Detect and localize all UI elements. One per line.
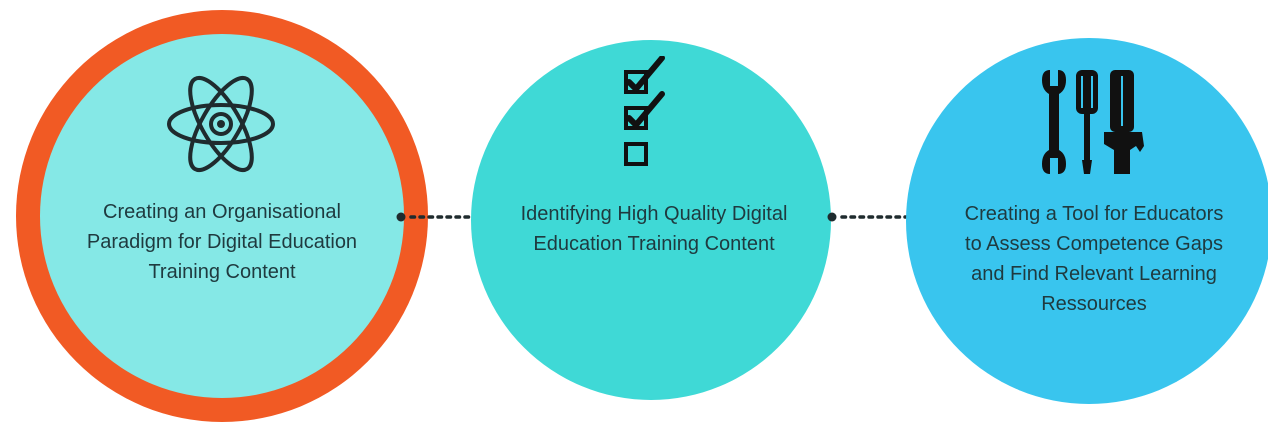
- step-3-label-line: Creating a Tool for Educators: [964, 203, 1224, 225]
- step-2-label: Identifying High Quality Digital Educati…: [486, 199, 822, 259]
- step-2-circle: [471, 40, 831, 400]
- step-1-label: Creating an Organisational Paradigm for …: [40, 197, 404, 287]
- atom-icon: [167, 75, 275, 173]
- step-3-label-line: and Find Relevant Learning: [971, 263, 1217, 285]
- step-3-label-line: to Assess Competence Gaps: [965, 233, 1223, 255]
- step-1-label-line: Creating an Organisational: [103, 201, 341, 223]
- tools-icon: [1042, 70, 1144, 174]
- step-1-label-line: Training Content: [148, 261, 296, 283]
- checklist-icon: [624, 56, 665, 166]
- step-3-label-line: Ressources: [1041, 293, 1147, 315]
- step-1-label-line: Paradigm for Digital Education: [86, 231, 358, 253]
- step-2-label-line: Education Training Content: [533, 233, 775, 255]
- step-3-label: Creating a Tool for Educators to Assess …: [932, 199, 1256, 319]
- step-2-label-line: Identifying High Quality Digital: [520, 203, 788, 225]
